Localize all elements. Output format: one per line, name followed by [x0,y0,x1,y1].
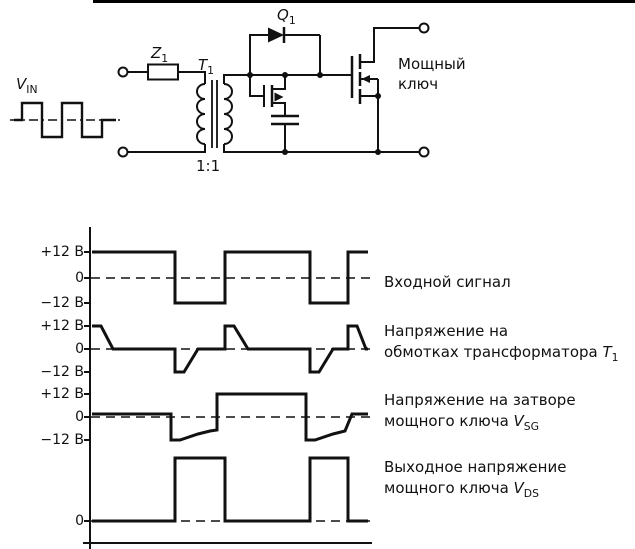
trace-label-line: Выходное напряжение [384,458,567,476]
input-terminal-top [117,66,129,78]
q1-label: Q1 [277,5,296,31]
circuit-schematic [10,22,430,158]
junction-dots [247,72,381,155]
trace-gate-voltage [92,392,368,442]
trace-label-line: мощного ключа VSG [384,411,576,437]
transformer-primary-coil [196,83,206,145]
trace-label-output-voltage: Выходное напряжение мощного ключа VDS [384,457,566,504]
t1-label: T1 [198,55,214,81]
trace-output-voltage [92,456,368,523]
y-axis-label: 0 [75,341,84,357]
trace-label-symbol: T [602,343,612,361]
q1-subscript: 1 [288,14,296,27]
y-axis-label: −12 В [40,432,84,448]
junction-dot [282,72,288,78]
q1-symbol: Q [277,6,289,24]
trace-label-line: Напряжение на [384,322,509,340]
vin-label: VIN [16,74,38,100]
t1-subscript: 1 [207,64,215,77]
trace-input-signal [92,250,368,305]
junction-dot [247,72,253,78]
y-axis-label: 0 [75,409,84,425]
clamp-fet-drain-wire [272,75,286,90]
junction-dot [282,149,288,155]
wire-secondary-bottom-rail [223,144,420,153]
power-fet-body-arrow-icon [361,75,370,83]
z1-label: Z1 [151,43,168,69]
trace-label-text: обмотках трансформатора [384,343,603,361]
trace-label-symbol: V [513,479,524,497]
trace-label-text: мощного ключа [384,479,514,497]
clamp-fet-source-wire [272,102,286,116]
power-switch-label: Мощный ключ [398,54,466,94]
q1-branch-wires [249,34,321,75]
trace-label-transformer-voltage: Напряжение на обмотках трансформатора T1 [384,321,619,368]
trace-label-line: Напряжение на затворе [384,391,576,409]
y-axis-label: 0 [75,513,84,529]
junction-dot [375,93,381,99]
trace-label-line: Входной сигнал [384,273,511,291]
y-axis-label: −12 В [40,295,84,311]
trace-label-line: обмотках трансформатора T1 [384,342,619,368]
output-terminal-bottom [418,146,430,158]
trace-label-symbol: V [513,412,524,430]
y-axis-label: +12 В [40,386,84,402]
wire-z1-to-transformer [178,71,206,84]
z1-subscript: 1 [161,52,169,65]
vin-symbol: V [16,75,27,93]
turns-ratio-label: 1:1 [196,157,221,175]
transformer-secondary-coil [223,83,233,145]
power-switch-label-line2: ключ [398,75,439,93]
waveform-plot [83,227,372,549]
page-crop-line [93,0,635,3]
trace-label-subscript: DS [523,487,539,500]
power-fet-drain-wire [360,27,420,63]
trace-label-subscript: SG [523,420,540,433]
capacitor-plates-icon [271,114,299,126]
power-switch-label-line1: Мощный [398,55,466,73]
q1-diode-icon [268,27,284,43]
y-axis-label: −12 В [40,364,84,380]
transformer-core [211,80,218,148]
trace-label-line: мощного ключа VDS [384,478,566,504]
power-fet-source-wire [360,79,379,152]
y-axis-label: +12 В [40,244,84,260]
wire-primary-bottom [127,144,206,153]
trace-label-input-signal: Входной сигнал [384,272,511,293]
output-terminal-top [418,22,430,34]
y-axis-ticks [84,251,90,522]
trace-label-text: мощного ключа [384,412,514,430]
y-axis-label: 0 [75,270,84,286]
signal-traces [92,250,368,523]
vin-subscript: IN [26,83,38,96]
junction-dot [317,72,323,78]
junction-dot [375,149,381,155]
zero-dashed-lines [91,277,370,522]
trace-label-subscript: 1 [611,351,619,364]
t1-symbol: T [198,56,208,74]
trace-label-gate-voltage: Напряжение на затворе мощного ключа VSG [384,390,576,437]
plot-axes [83,227,372,549]
clamp-fet-arrow-icon [274,92,284,102]
z1-symbol: Z [151,44,162,62]
y-axis-label: +12 В [40,318,84,334]
wire-secondary-top-to-gate [223,74,352,84]
clamp-fet-gate-wire [249,75,264,97]
input-terminal-bottom [117,146,129,158]
trace-transformer-voltage [92,324,368,374]
